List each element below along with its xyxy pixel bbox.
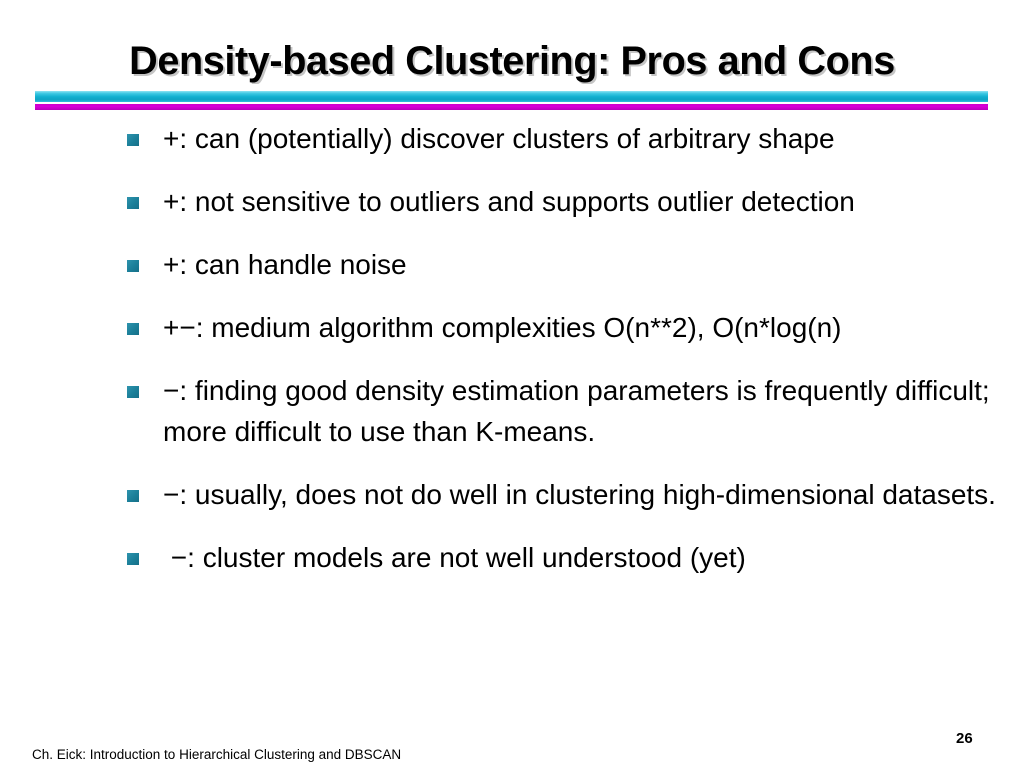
square-bullet-icon bbox=[127, 553, 139, 565]
bullet-list: +: can (potentially) discover clusters o… bbox=[0, 118, 1024, 578]
title-divider bbox=[35, 91, 988, 110]
list-item-text: −: finding good density estimation param… bbox=[163, 375, 998, 447]
footer-attribution: Ch. Eick: Introduction to Hierarchical C… bbox=[32, 747, 402, 762]
page-title: Density-based Clustering: Pros and Cons bbox=[129, 39, 895, 83]
list-item-text: +−: medium algorithm complexities O(n**2… bbox=[163, 312, 842, 343]
list-item: −: usually, does not do well in clusteri… bbox=[0, 474, 1024, 515]
square-bullet-icon bbox=[127, 386, 139, 398]
list-item: −: finding good density estimation param… bbox=[0, 370, 1024, 452]
list-item-text: −: usually, does not do well in clusteri… bbox=[163, 479, 996, 510]
square-bullet-icon bbox=[127, 197, 139, 209]
list-item-text: +: can handle noise bbox=[163, 249, 407, 280]
square-bullet-icon bbox=[127, 490, 139, 502]
divider-bar-magenta bbox=[35, 104, 988, 110]
list-item-text: +: not sensitive to outliers and support… bbox=[163, 186, 855, 217]
list-item-text: +: can (potentially) discover clusters o… bbox=[163, 123, 835, 154]
list-item: +: can (potentially) discover clusters o… bbox=[0, 118, 1024, 159]
slide-page-number: 26 bbox=[956, 730, 973, 747]
square-bullet-icon bbox=[127, 323, 139, 335]
list-item: +: can handle noise bbox=[0, 244, 1024, 285]
divider-bar-cyan bbox=[35, 91, 988, 102]
divider-bar-gap bbox=[35, 102, 988, 104]
list-item: +−: medium algorithm complexities O(n**2… bbox=[0, 307, 1024, 348]
list-item: +: not sensitive to outliers and support… bbox=[0, 181, 1024, 222]
list-item-text: −: cluster models are not well understoo… bbox=[163, 542, 746, 573]
list-item: −: cluster models are not well understoo… bbox=[0, 537, 1024, 578]
square-bullet-icon bbox=[127, 134, 139, 146]
title-block: Density-based Clustering: Pros and Cons bbox=[0, 36, 1024, 92]
square-bullet-icon bbox=[127, 260, 139, 272]
